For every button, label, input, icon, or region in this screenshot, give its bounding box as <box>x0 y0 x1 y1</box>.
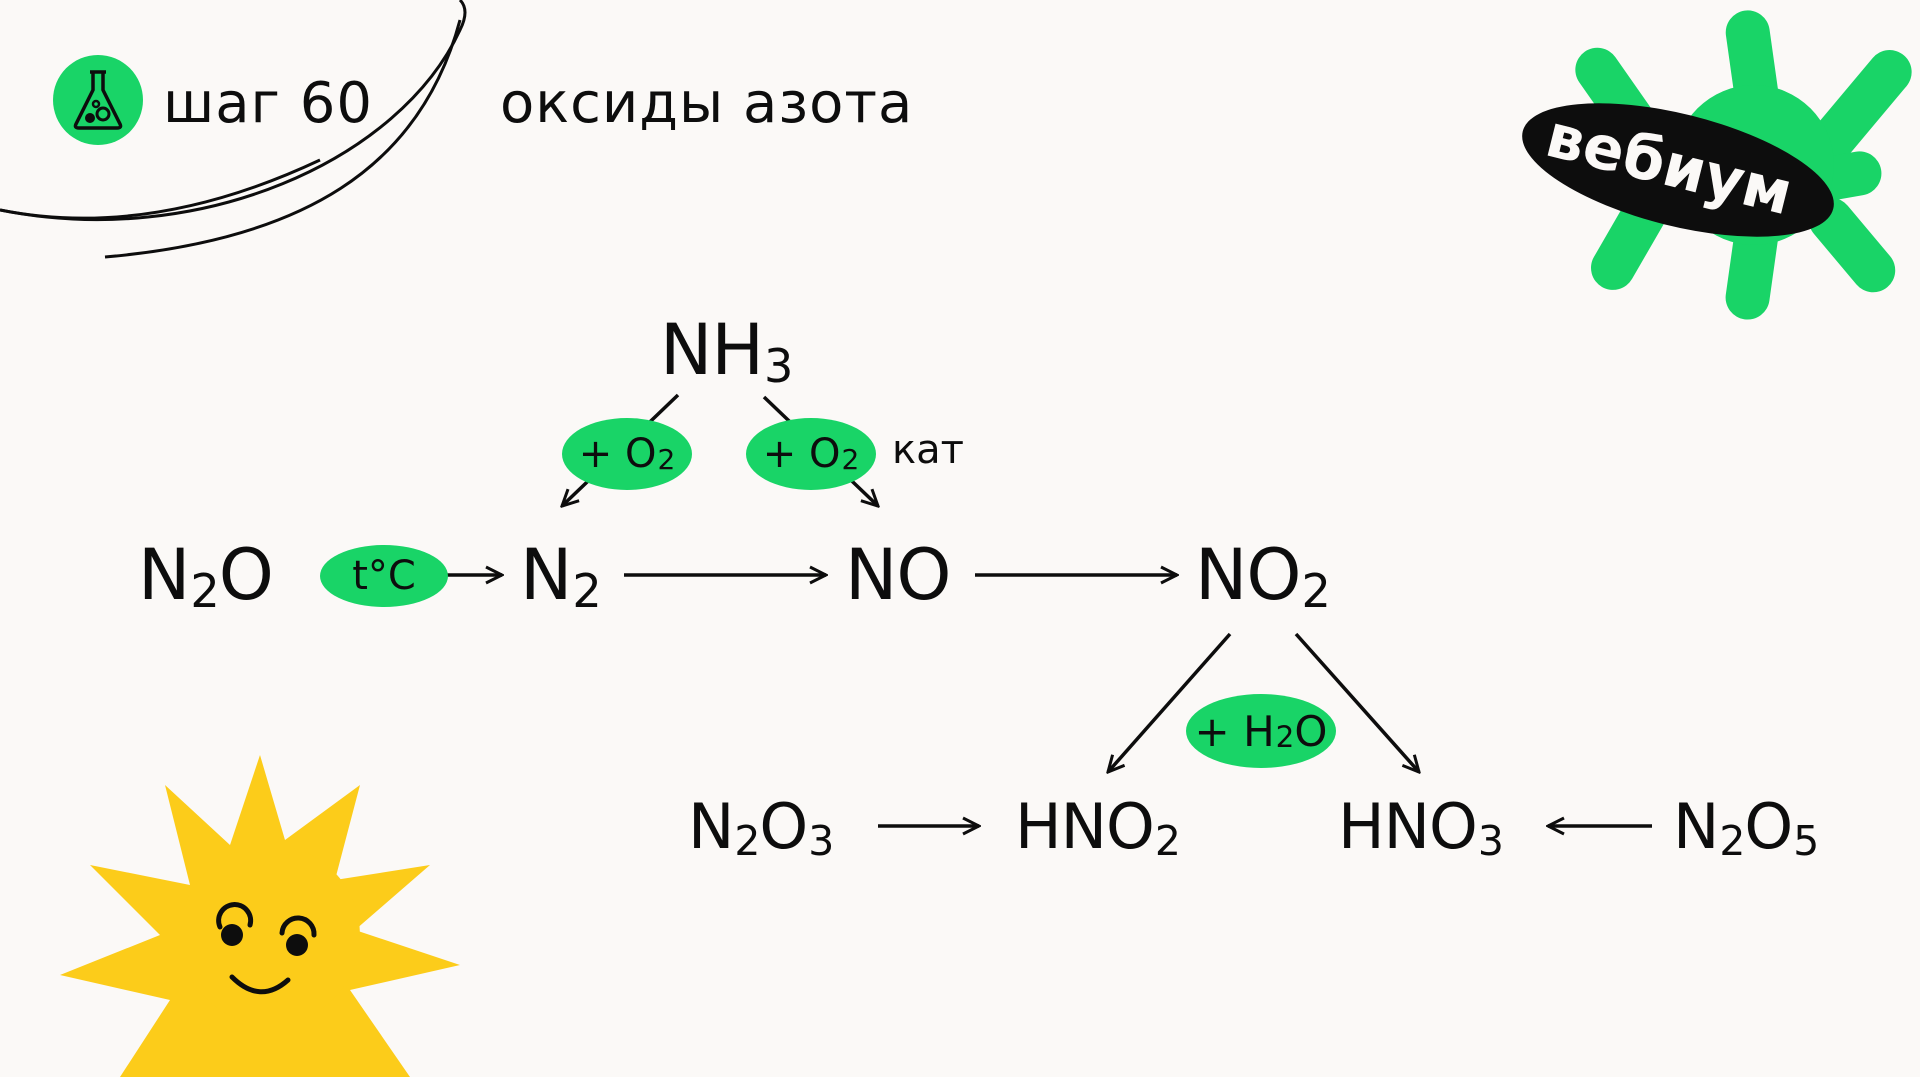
arrow-no2-to-hno2 <box>1108 632 1232 772</box>
formula-hno3: HNO3 <box>1338 790 1504 866</box>
webium-logo: вебиум <box>1522 10 1912 320</box>
sun-smile <box>229 974 291 995</box>
formula-no2: NO2 <box>1195 534 1331 619</box>
formula-nh3: NH3 <box>660 309 793 394</box>
step-badge <box>53 55 143 145</box>
formula-n2: N2 <box>520 534 602 619</box>
formula-hno2: HNO2 <box>1015 790 1181 866</box>
sun-right-eye <box>286 934 308 956</box>
sun-left-eye <box>221 924 243 946</box>
formula-n2o5: N2O5 <box>1673 790 1819 866</box>
formula-no: NO <box>845 534 951 616</box>
flask-icon <box>73 70 123 130</box>
sun-mascot <box>60 755 460 1077</box>
formula-n2o3: N2O3 <box>688 790 834 866</box>
condition-catalyst: кат <box>892 427 964 473</box>
condition-heat: t°C <box>320 545 448 607</box>
formula-n2o: N2O <box>138 534 274 619</box>
arrow-no2-to-hno3 <box>1294 632 1419 772</box>
step-label: шаг 60 <box>163 71 374 136</box>
page-title: оксиды азота <box>500 71 914 136</box>
